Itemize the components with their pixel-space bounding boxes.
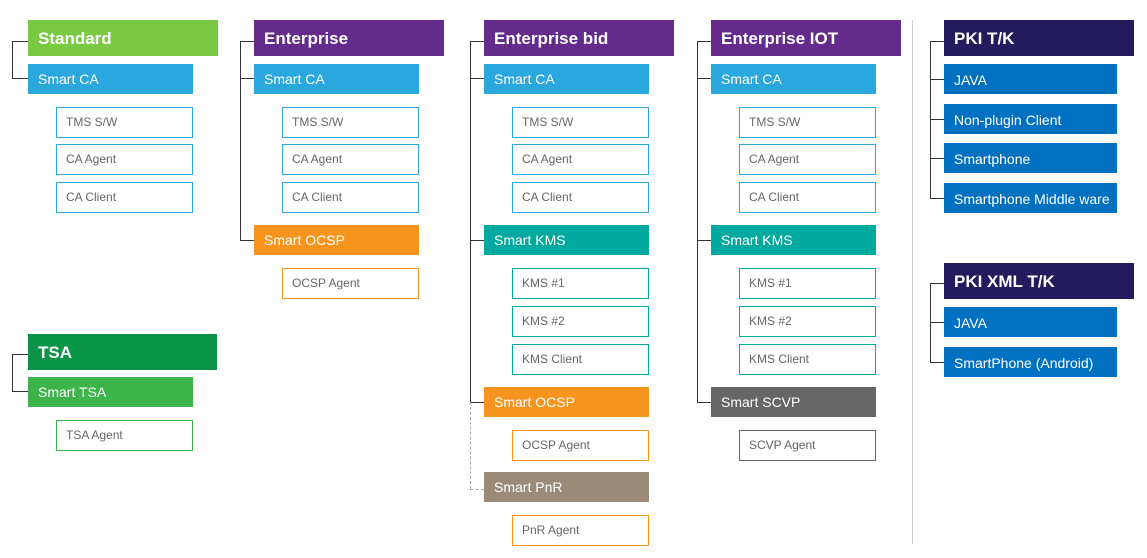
enterprise-bid-kms-2[interactable]: KMS #2: [512, 306, 649, 337]
enterprise-header: Enterprise: [254, 20, 444, 56]
tree-line: [930, 362, 944, 363]
tree-line: [12, 78, 28, 79]
pki-tk-non-plugin-client[interactable]: Non-plugin Client: [944, 104, 1117, 134]
standard-smart-ca[interactable]: Smart CA: [28, 64, 193, 94]
tsa-agent[interactable]: TSA Agent: [56, 420, 193, 451]
enterprise-iot-header: Enterprise IOT: [711, 20, 901, 56]
standard-header: Standard: [28, 20, 218, 56]
enterprise-iot-smart-scvp[interactable]: Smart SCVP: [711, 387, 876, 417]
enterprise-iot-ca-client[interactable]: CA Client: [739, 182, 876, 213]
enterprise-smart-ocsp[interactable]: Smart OCSP: [254, 225, 419, 255]
tree-line: [697, 240, 711, 241]
tree-line: [470, 240, 484, 241]
enterprise-tms-sw[interactable]: TMS S/W: [282, 107, 419, 138]
tree-line: [12, 354, 28, 355]
pki-tk-smartphone[interactable]: Smartphone: [944, 143, 1117, 173]
tree-line-dashed: [470, 402, 471, 489]
enterprise-iot-kms-1[interactable]: KMS #1: [739, 268, 876, 299]
enterprise-bid-header: Enterprise bid: [484, 20, 674, 56]
pki-xml-tk-smartphone-android[interactable]: SmartPhone (Android): [944, 347, 1117, 377]
tree-line: [12, 391, 28, 392]
tree-line: [470, 78, 484, 79]
enterprise-bid-ocsp-agent[interactable]: OCSP Agent: [512, 430, 649, 461]
enterprise-iot-scvp-agent[interactable]: SCVP Agent: [739, 430, 876, 461]
tree-line: [697, 402, 711, 403]
tree-line: [240, 41, 254, 42]
enterprise-bid-pnr-agent[interactable]: PnR Agent: [512, 515, 649, 546]
tree-line: [697, 78, 711, 79]
pki-tk-header: PKI T/K: [944, 20, 1134, 56]
enterprise-bid-smart-pnr[interactable]: Smart PnR: [484, 472, 649, 502]
tree-line: [12, 41, 28, 42]
tree-line: [470, 41, 471, 402]
tree-line: [930, 79, 944, 80]
tree-line: [470, 41, 484, 42]
tree-line: [240, 78, 254, 79]
enterprise-ca-client[interactable]: CA Client: [282, 182, 419, 213]
enterprise-bid-kms-client[interactable]: KMS Client: [512, 344, 649, 375]
tree-line: [930, 119, 944, 120]
standard-tms-sw[interactable]: TMS S/W: [56, 107, 193, 138]
pki-xml-tk-java[interactable]: JAVA: [944, 307, 1117, 337]
enterprise-bid-tms-sw[interactable]: TMS S/W: [512, 107, 649, 138]
tree-line-dashed: [470, 489, 484, 490]
tree-line: [930, 322, 944, 323]
tree-line: [697, 41, 711, 42]
enterprise-iot-kms-client[interactable]: KMS Client: [739, 344, 876, 375]
tree-line: [12, 354, 13, 391]
enterprise-iot-smart-kms[interactable]: Smart KMS: [711, 225, 876, 255]
enterprise-bid-ca-agent[interactable]: CA Agent: [512, 144, 649, 175]
tree-line: [930, 198, 944, 199]
tree-line: [930, 158, 944, 159]
standard-ca-client[interactable]: CA Client: [56, 182, 193, 213]
enterprise-bid-kms-1[interactable]: KMS #1: [512, 268, 649, 299]
enterprise-iot-smart-ca[interactable]: Smart CA: [711, 64, 876, 94]
pki-tk-smartphone-middleware[interactable]: Smartphone Middle ware: [944, 183, 1117, 213]
enterprise-bid-smart-kms[interactable]: Smart KMS: [484, 225, 649, 255]
enterprise-ocsp-agent[interactable]: OCSP Agent: [282, 268, 419, 299]
tree-line: [240, 240, 254, 241]
pki-tk-java[interactable]: JAVA: [944, 64, 1117, 94]
tree-line: [697, 41, 698, 402]
column-divider: [912, 20, 913, 544]
tree-line: [930, 41, 944, 42]
tsa-smart-tsa[interactable]: Smart TSA: [28, 377, 193, 407]
tree-line: [470, 402, 484, 403]
tree-line: [240, 41, 241, 240]
enterprise-bid-smart-ca[interactable]: Smart CA: [484, 64, 649, 94]
enterprise-smart-ca[interactable]: Smart CA: [254, 64, 419, 94]
standard-ca-agent[interactable]: CA Agent: [56, 144, 193, 175]
tree-line: [930, 283, 944, 284]
enterprise-iot-kms-2[interactable]: KMS #2: [739, 306, 876, 337]
enterprise-ca-agent[interactable]: CA Agent: [282, 144, 419, 175]
pki-xml-tk-header: PKI XML T/K: [944, 263, 1134, 299]
enterprise-iot-ca-agent[interactable]: CA Agent: [739, 144, 876, 175]
enterprise-bid-ca-client[interactable]: CA Client: [512, 182, 649, 213]
enterprise-iot-tms-sw[interactable]: TMS S/W: [739, 107, 876, 138]
tree-line: [12, 41, 13, 78]
tsa-header: TSA: [28, 334, 217, 370]
enterprise-bid-smart-ocsp[interactable]: Smart OCSP: [484, 387, 649, 417]
